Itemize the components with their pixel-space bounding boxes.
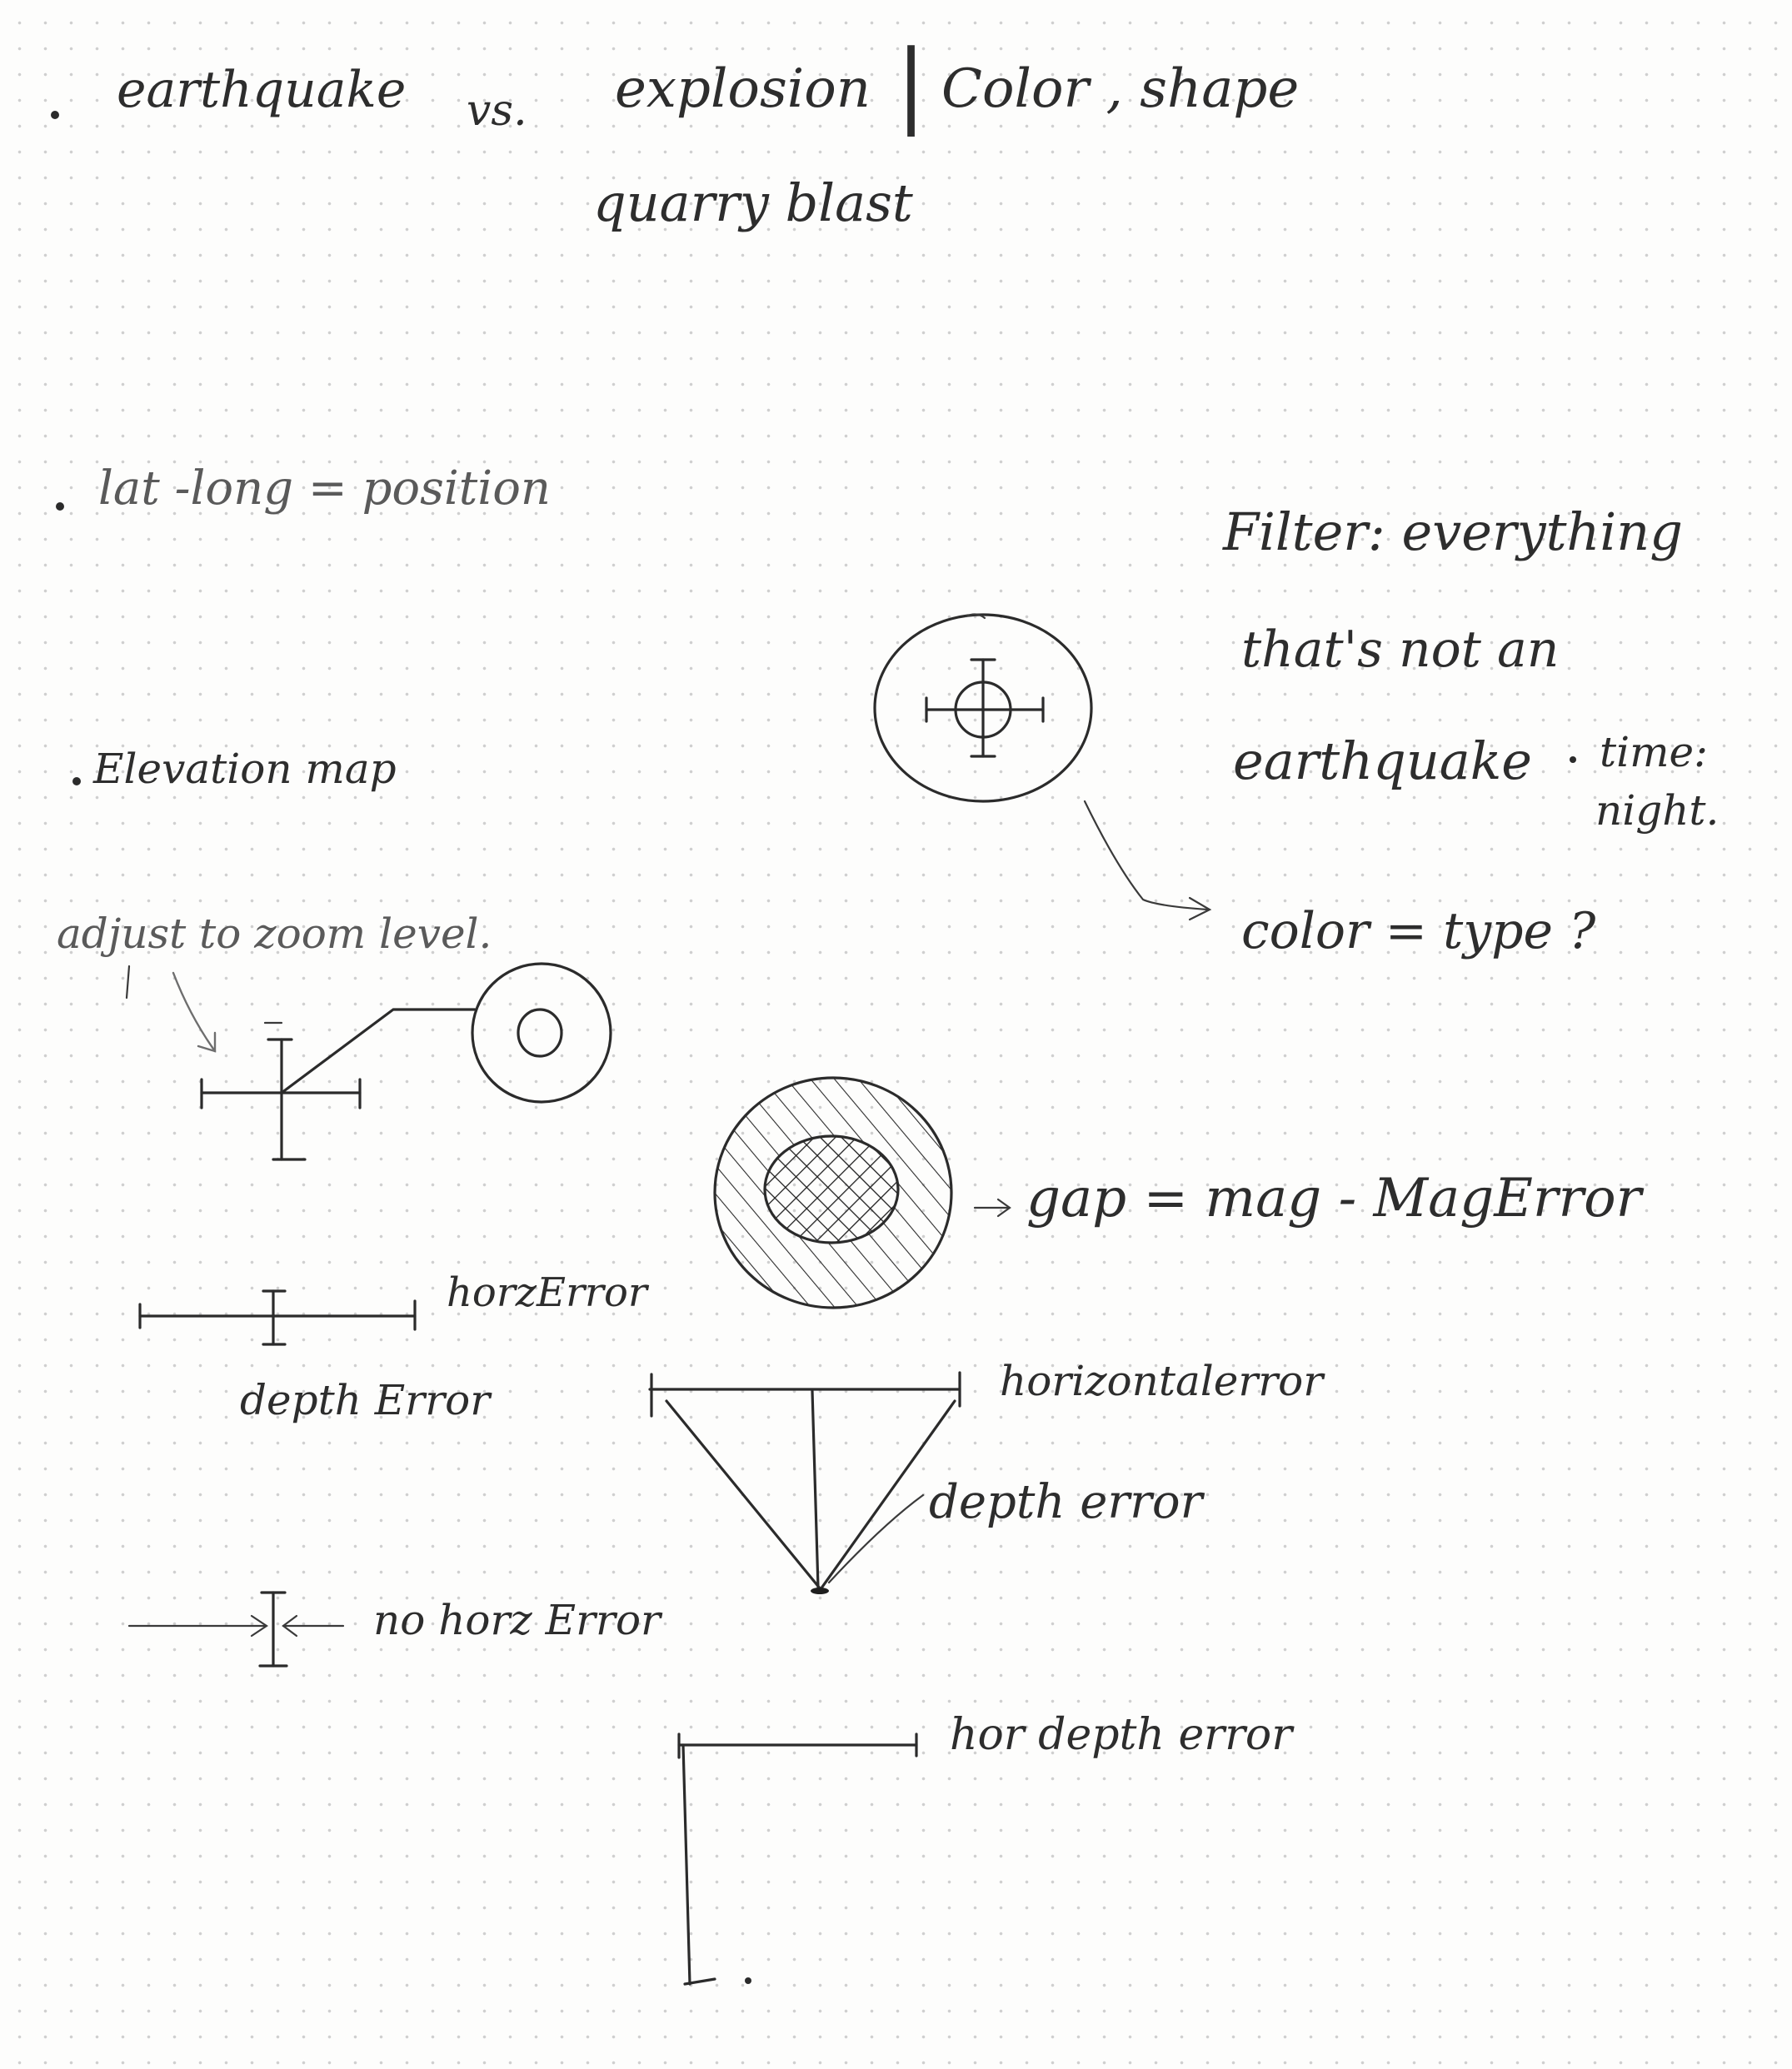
magnitude-gap-glyph [713,1076,953,1309]
hor-depth-error-label: hor depth error [950,1710,1295,1760]
divider-bar: | [896,30,926,137]
pointer-arrow [125,965,217,1053]
lat-long-label: lat -long = position [98,461,551,516]
color-type-arrow [1083,800,1212,921]
filter-line-3: earthquake [1233,730,1532,791]
horz-error-bar-glyph [138,1289,417,1346]
hor-depth-error-glyph [677,1732,918,1986]
depth-error-label-left: depth Error [240,1376,492,1424]
time-label: time: [1600,728,1708,776]
color-shape-label: Color , shape [941,58,1299,120]
error-crosshair-glyph [200,1008,477,1161]
color-type-label: color = type ? [1241,902,1596,960]
quarry-blast-label: quarry blast [593,172,913,233]
bullet-dot [56,502,64,511]
filter-line-2: that's not an [1241,621,1559,679]
elevation-map-label: Elevation map [92,745,397,793]
depth-error-label-right: depth error [929,1475,1205,1529]
vs-label: vs. [467,86,527,136]
depth-cone-glyph [648,1371,961,1594]
adjust-zoom-label: adjust to zoom level. [57,910,492,958]
no-horz-error-glyph [127,1591,345,1668]
horz-error-label: horzError [447,1269,650,1316]
earthquake-label: earthquake [117,61,406,119]
gap-arrow [973,1198,1011,1218]
night-label: night. [1595,786,1719,835]
gap-formula-label: gap = mag - MagError [1026,1168,1645,1229]
horizontal-error-label: horizontalerror [1000,1357,1325,1405]
no-horz-error-label: no horz Error [373,1596,663,1644]
magnitude-ring-glyph-small [471,962,612,1104]
explosion-label: explosion [615,58,871,120]
bullet-dot [51,111,59,119]
filter-line-1: Filter: everything [1222,501,1683,562]
magnitude-ring-glyph-crosshair [873,613,1093,803]
bullet-dot [72,777,81,785]
bullet-dot [1570,756,1576,763]
